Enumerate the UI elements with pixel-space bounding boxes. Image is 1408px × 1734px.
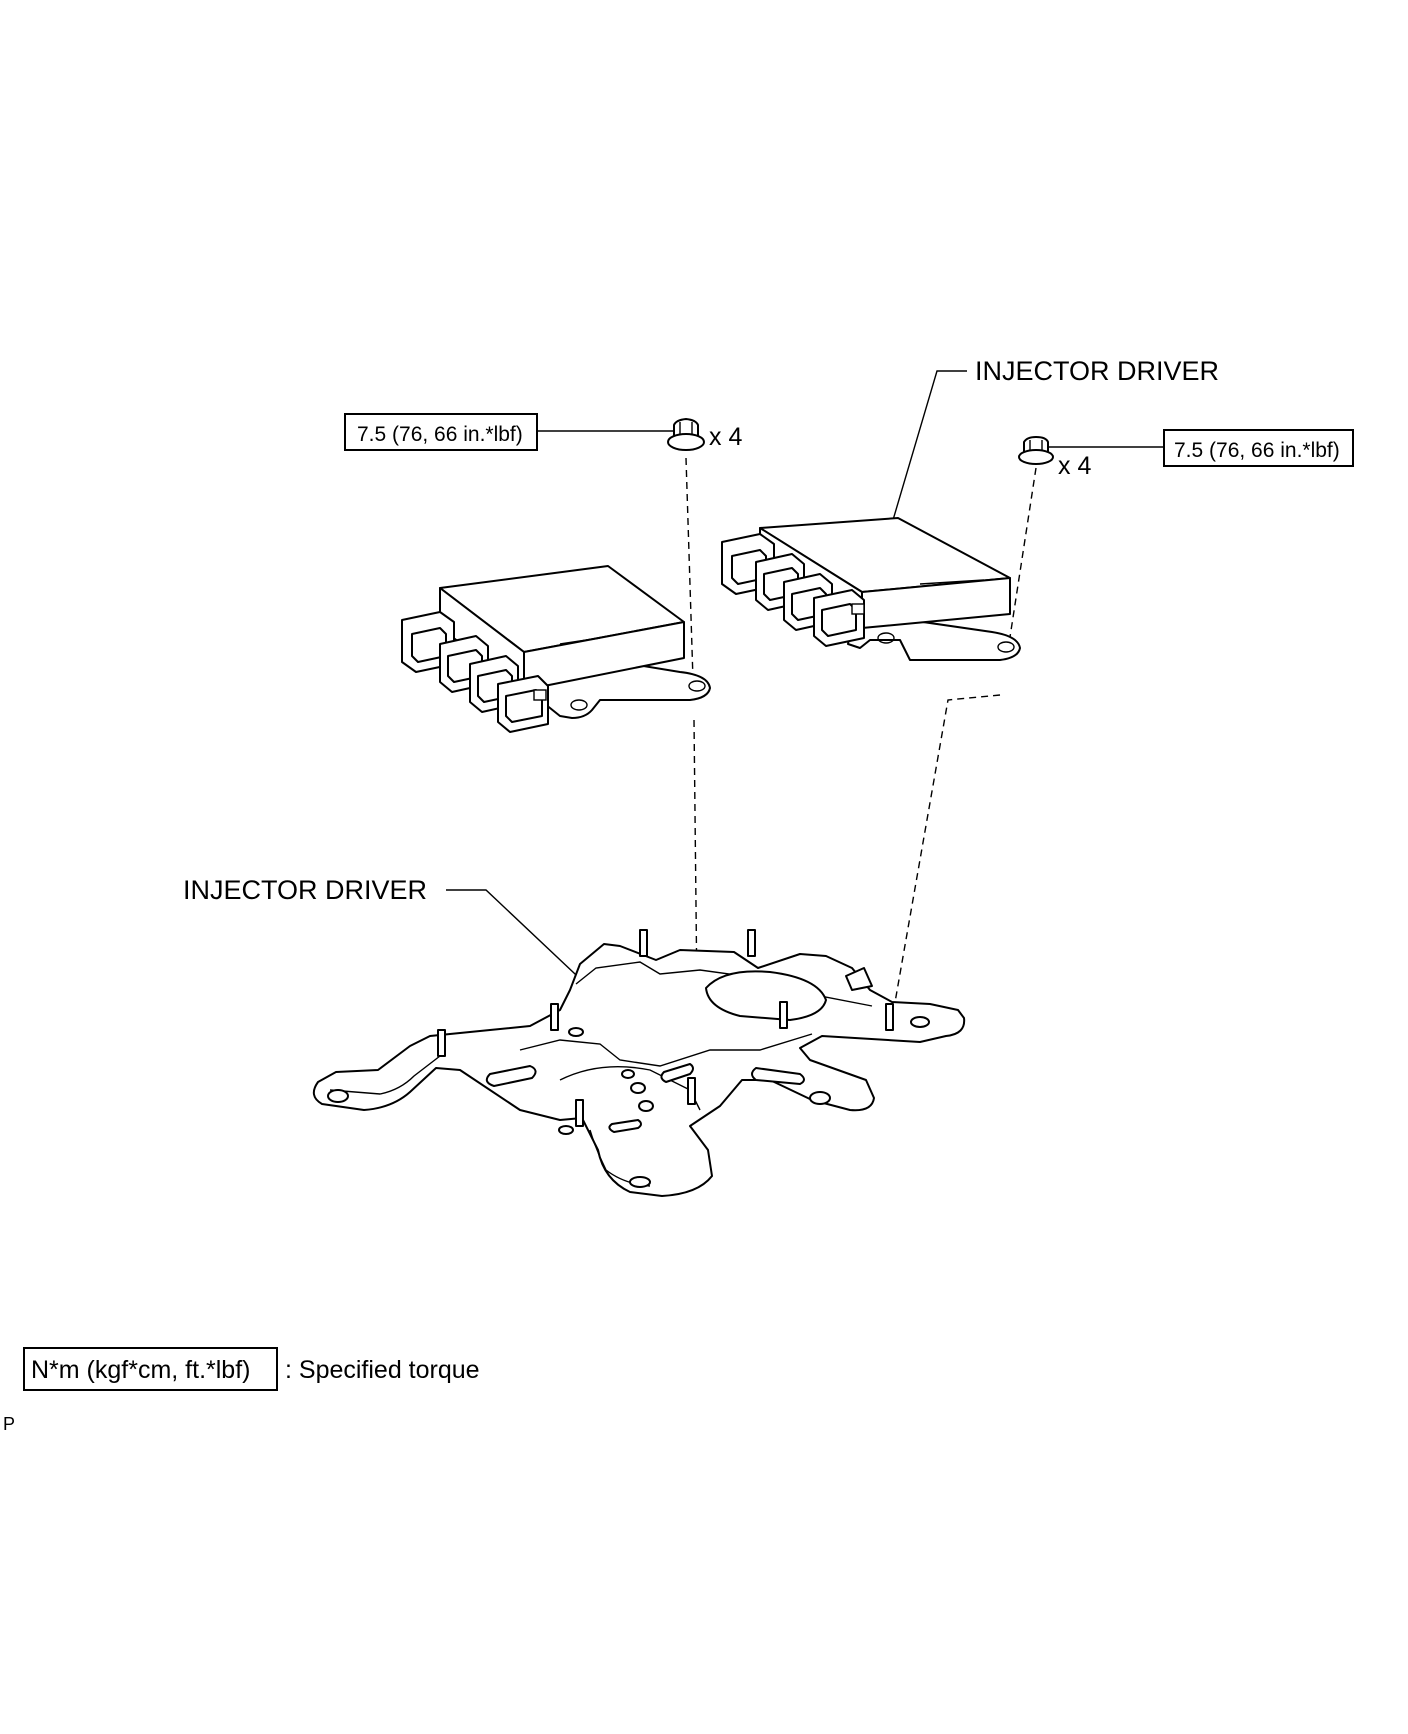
torque-callout-right: 7.5 (76, 66 in.*lbf): [1044, 429, 1354, 467]
qty-right-text: x 4: [1058, 452, 1091, 480]
flange-nut-left: [667, 418, 705, 451]
torque-right-text: 7.5 (76, 66 in.*lbf): [1174, 439, 1340, 462]
stud-bolts: [437, 929, 894, 1127]
legend-description: : Specified torque: [285, 1356, 480, 1384]
torque-legend: N*m (kgf*cm, ft.*lbf) : Specified torque: [23, 1347, 480, 1391]
leader-upper: [892, 370, 967, 521]
legend-unit-box: N*m (kgf*cm, ft.*lbf): [31, 1356, 250, 1384]
leader-lower: [446, 889, 593, 991]
label-injector-driver-lower: INJECTOR DRIVER: [183, 875, 427, 905]
torque-left-text: 7.5 (76, 66 in.*lbf): [357, 423, 523, 446]
injector-driver-module-left: [401, 565, 711, 733]
corner-code: P: [3, 1414, 15, 1434]
alignment-lines: [685, 457, 1037, 1091]
injector-driver-module-right: [721, 517, 1021, 661]
flange-nut-right: [1018, 436, 1054, 465]
mounting-bracket: [312, 929, 966, 1197]
label-injector-driver-upper: INJECTOR DRIVER: [975, 356, 1219, 386]
torque-callout-left: 7.5 (76, 66 in.*lbf): [344, 413, 680, 451]
qty-left-text: x 4: [709, 423, 742, 451]
